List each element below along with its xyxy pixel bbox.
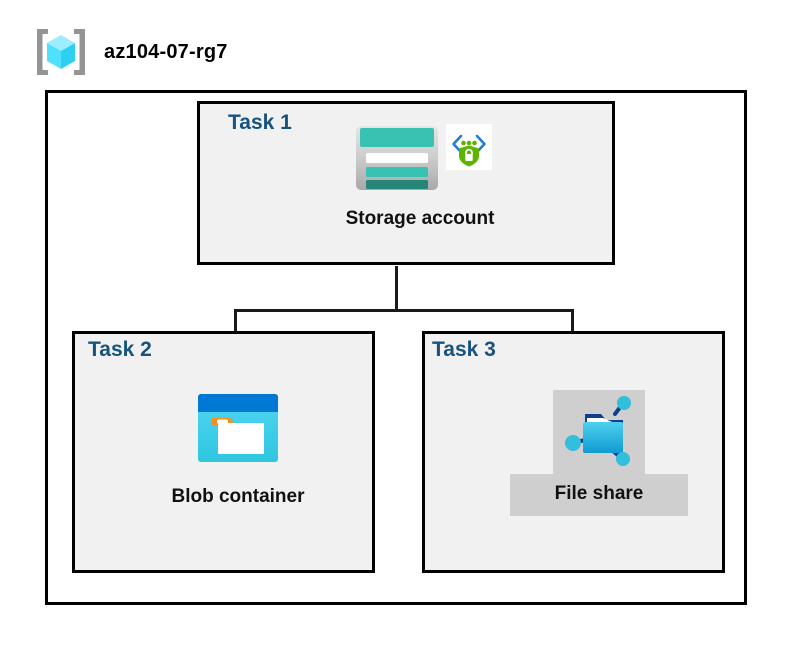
blob-container-icon <box>196 392 280 464</box>
connector-horizontal-bus <box>234 309 574 312</box>
storage-account-caption: Storage account <box>345 208 495 229</box>
file-share-icon <box>563 394 635 468</box>
resource-group-title: az104-07-rg7 <box>104 40 228 63</box>
storage-security-icon <box>446 124 492 170</box>
task-1-label: Task 1 <box>228 111 292 134</box>
blob-container-caption: Blob container <box>171 486 305 507</box>
storage-account-icon <box>354 124 440 192</box>
task-2-label: Task 2 <box>88 338 152 361</box>
storage-account-icon-row <box>354 124 492 192</box>
resource-group-header: az104-07-rg7 <box>30 26 228 78</box>
node-blob-container: Blob container <box>152 392 324 508</box>
resource-group-icon <box>30 26 92 78</box>
node-storage-account: Storage account <box>340 124 500 230</box>
file-share-caption: File share <box>510 474 688 516</box>
connector-storage-trunk <box>395 266 398 312</box>
node-file-share: File share <box>510 390 688 516</box>
file-share-icon-highlight <box>553 390 645 474</box>
task-3-label: Task 3 <box>432 338 496 361</box>
